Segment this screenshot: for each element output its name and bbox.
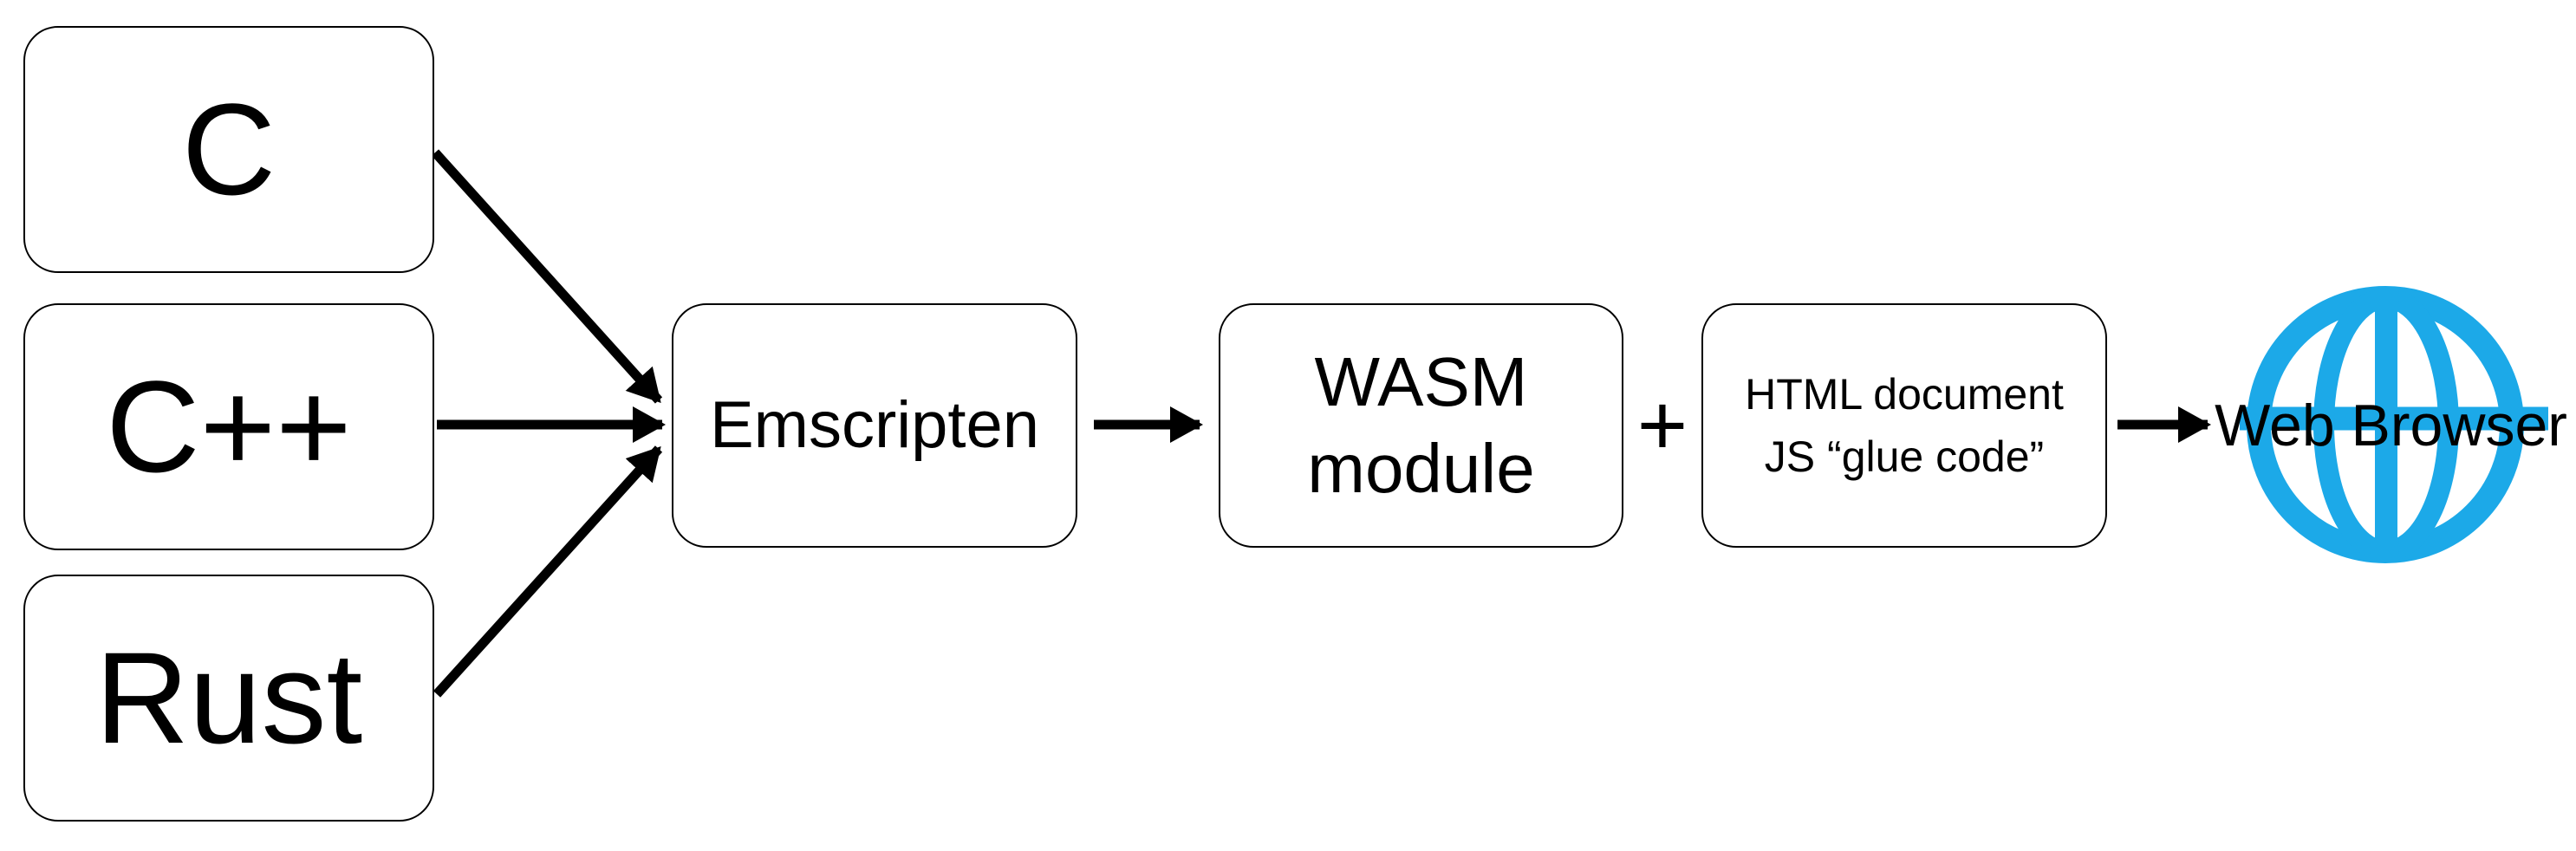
node-c: C [23, 26, 434, 273]
arrow-c-to-emscripten [431, 149, 663, 404]
web-browser-label: Web Browser [2206, 303, 2576, 548]
plus-operator: + [1623, 303, 1701, 548]
node-cpp: C++ [23, 303, 434, 550]
node-emscripten: Emscripten [672, 303, 1077, 548]
node-wasm-label-line1: WASM [1314, 343, 1528, 420]
globe-icon [2240, 286, 2548, 563]
node-rust: Rust [23, 575, 434, 822]
node-html-label-line1: HTML document [1745, 370, 2064, 419]
web-browser-label-text: Web Browser [2215, 393, 2567, 458]
node-rust-label: Rust [94, 625, 363, 770]
node-emscripten-label: Emscripten [709, 388, 1040, 463]
node-html-label-line2: JS “glue code” [1764, 432, 2045, 481]
node-wasm-module: WASM module [1219, 303, 1623, 548]
plus-operator-glyph: + [1636, 376, 1688, 474]
arrow-rust-to-emscripten [433, 445, 663, 698]
node-c-label: C [181, 76, 276, 222]
node-html-document: HTML document JS “glue code” [1701, 303, 2107, 548]
node-cpp-label: C++ [106, 354, 352, 499]
node-wasm-label-line2: module [1307, 430, 1535, 507]
